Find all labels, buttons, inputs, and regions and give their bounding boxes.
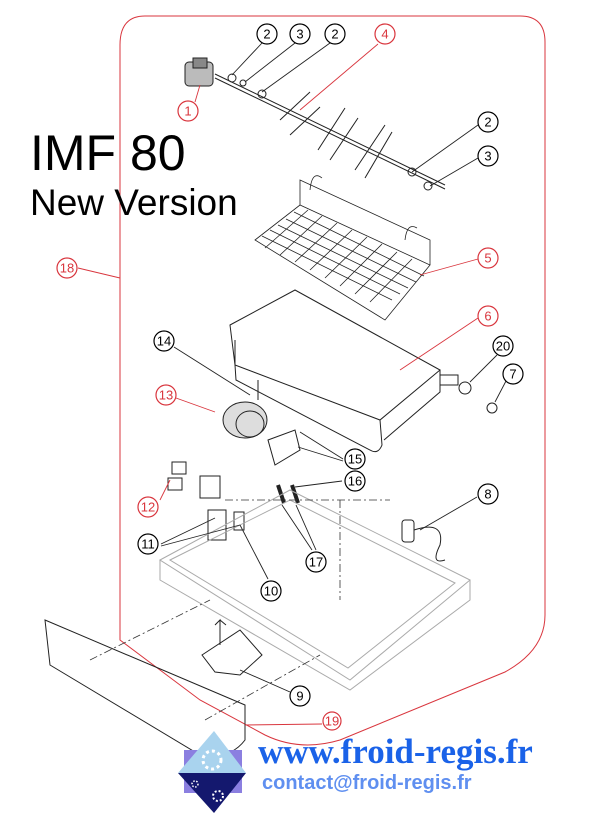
callout-2c: 2 (477, 111, 499, 133)
svg-text:2: 2 (263, 27, 270, 42)
snowflake-house-logo (178, 731, 246, 813)
gear-motor-part-13 (222, 380, 301, 504)
base-frame (159, 489, 471, 691)
svg-text:9: 9 (296, 689, 303, 704)
callout-13: 13 (155, 384, 177, 406)
callout-19: 19 (322, 711, 342, 731)
callout-15: 15 (344, 448, 366, 470)
callout-4: 4 (374, 23, 396, 45)
nut-part-7 (486, 402, 498, 414)
svg-text:17: 17 (309, 555, 323, 570)
model-title: IMF 80 (30, 125, 186, 181)
callout-16: 16 (344, 470, 366, 492)
callout-14: 14 (153, 330, 175, 352)
callout-11: 11 (137, 533, 159, 555)
parts-drawing (44, 57, 498, 757)
tray-part-6 (229, 289, 459, 453)
callout-9: 9 (289, 685, 311, 707)
callout-7: 7 (502, 363, 524, 385)
callout-2b: 2 (324, 23, 346, 45)
website-link[interactable]: www.froid-regis.fr (258, 732, 533, 771)
svg-text:6: 6 (484, 309, 491, 324)
arrow-up (214, 618, 227, 645)
svg-text:13: 13 (159, 388, 173, 403)
svg-text:11: 11 (141, 537, 155, 552)
svg-text:7: 7 (509, 367, 516, 382)
motor-part-1 (184, 57, 214, 87)
svg-text:2: 2 (331, 27, 338, 42)
drip-tray-part-9 (201, 629, 263, 676)
callout-1: 1 (177, 100, 199, 122)
capacitor-part-8 (401, 519, 446, 562)
callout-18: 18 (56, 257, 78, 279)
svg-text:3: 3 (296, 27, 303, 42)
svg-text:16: 16 (348, 474, 362, 489)
contact-email-link[interactable]: contact@froid-regis.fr (262, 772, 472, 794)
svg-text:8: 8 (484, 487, 491, 502)
svg-text:2: 2 (484, 115, 491, 130)
callout-10: 10 (260, 580, 282, 602)
svg-text:14: 14 (157, 334, 171, 349)
callouts: 1 2 3 2 4 2 3 5 6 20 7 14 13 15 16 8 12 … (56, 23, 524, 731)
callout-6: 6 (477, 305, 499, 327)
callout-5: 5 (477, 247, 499, 269)
fitting-part-20 (458, 381, 472, 395)
callout-3b: 3 (477, 145, 499, 167)
svg-text:18: 18 (60, 261, 74, 276)
leader-lines (77, 42, 507, 726)
callout-20: 20 (492, 335, 514, 357)
svg-text:12: 12 (141, 500, 155, 515)
switches-part-12 (167, 461, 221, 499)
svg-text:10: 10 (264, 584, 278, 599)
model-subtitle: New Version (30, 182, 238, 223)
callout-2: 2 (256, 23, 278, 45)
callout-8: 8 (477, 483, 499, 505)
callout-3: 3 (289, 23, 311, 45)
svg-text:15: 15 (348, 452, 362, 467)
svg-text:20: 20 (496, 339, 510, 354)
svg-text:1: 1 (184, 104, 191, 119)
assembly-18-outline (119, 15, 546, 746)
shaft-part-4 (214, 73, 446, 191)
svg-text:5: 5 (484, 251, 491, 266)
svg-text:19: 19 (325, 714, 339, 729)
svg-text:3: 3 (484, 149, 491, 164)
callout-17: 17 (305, 551, 327, 573)
svg-text:4: 4 (381, 27, 388, 42)
wire-rack-part-5 (254, 175, 431, 321)
callout-12: 12 (137, 496, 159, 518)
